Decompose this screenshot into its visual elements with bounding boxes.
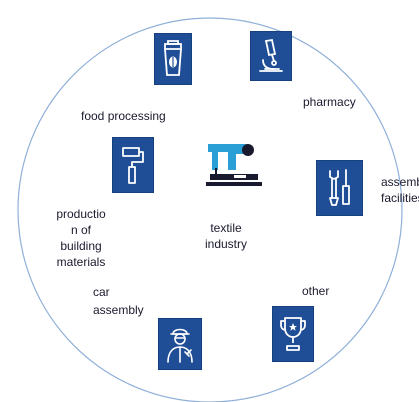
segment-label-line: facilities	[381, 191, 419, 205]
microscope-icon	[250, 31, 292, 81]
segment-label-line: assembly	[93, 303, 144, 317]
center-label-line: industry	[204, 237, 248, 251]
wrench-screwdriver-icon	[316, 160, 363, 216]
segment-label-line: n of	[70, 223, 91, 237]
engineer-icon	[158, 318, 202, 370]
segment-label-line: other	[302, 284, 330, 298]
segment-label-pharmacy: pharmacy	[303, 94, 356, 110]
coffee-cup-icon	[154, 33, 192, 85]
segment-label-car: car assembly	[93, 284, 144, 318]
center-label: textile industry	[186, 220, 266, 252]
segment-label-other: other	[302, 283, 329, 299]
segment-label-line: materials	[56, 255, 106, 269]
segment-label-line: car	[93, 285, 110, 299]
segment-label-building: productio n of building materials	[51, 206, 111, 270]
sewing-machine-icon	[204, 142, 264, 194]
segment-label-assembly: assembly facilities	[381, 174, 419, 206]
segment-label-line: assembly	[381, 175, 419, 189]
trophy-icon	[272, 306, 314, 362]
center-label-line: textile	[210, 221, 242, 235]
segment-label-food: food processing	[81, 108, 166, 124]
segment-label-line: food processing	[81, 109, 166, 123]
segment-label-line: pharmacy	[303, 95, 356, 109]
paint-roller-icon	[112, 137, 154, 193]
segment-label-line: building	[60, 239, 102, 253]
segment-label-line: productio	[56, 207, 106, 221]
